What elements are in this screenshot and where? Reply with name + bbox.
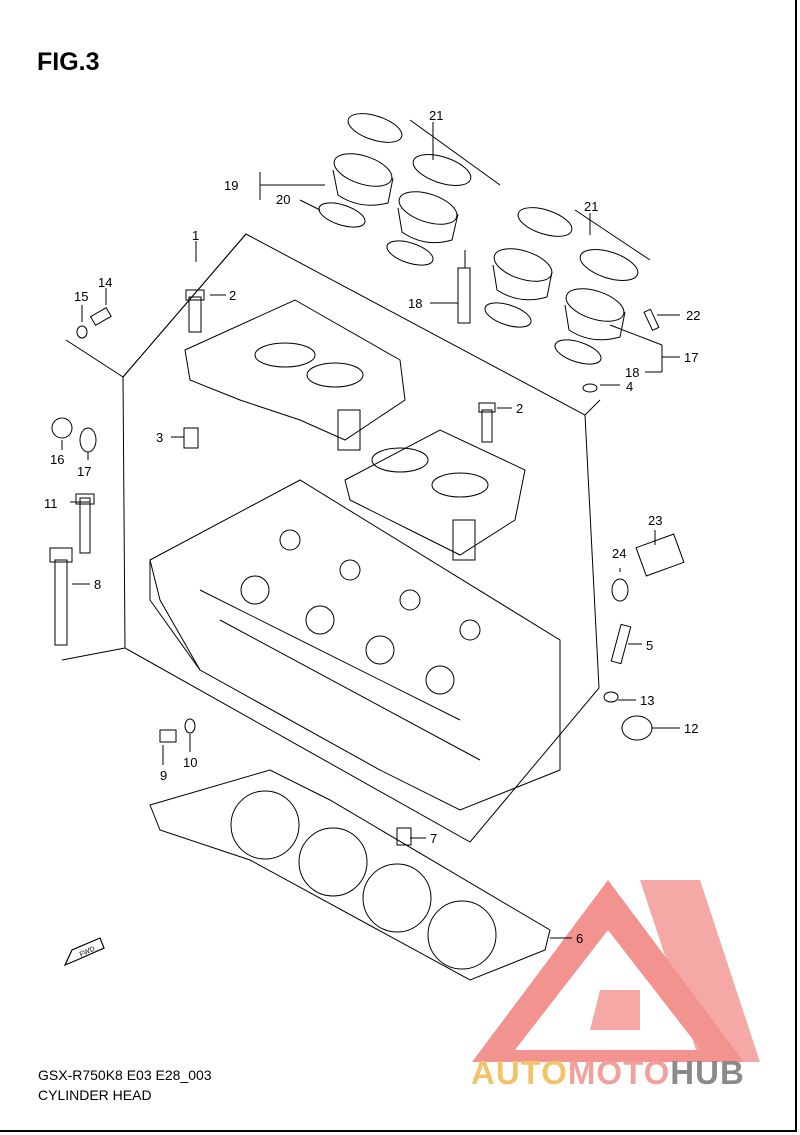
watermark-part-auto: AUTO bbox=[471, 1054, 568, 1091]
callout-23: 23 bbox=[648, 513, 662, 528]
callout-11: 11 bbox=[44, 496, 58, 511]
callout-22: 22 bbox=[686, 308, 700, 323]
callout-labels: 1 2 2 3 4 5 6 7 8 9 10 11 12 13 14 15 16… bbox=[44, 108, 700, 946]
callout-2b: 2 bbox=[516, 401, 523, 416]
intake-pipes bbox=[318, 113, 651, 365]
assembly-frame bbox=[61, 233, 601, 843]
callout-19: 19 bbox=[224, 178, 238, 193]
watermark-text: AUTOMOTOHUB bbox=[471, 1054, 745, 1092]
watermark-logo-icon bbox=[472, 880, 760, 1062]
fwd-arrow-icon: FWD bbox=[63, 937, 105, 967]
small-parts bbox=[49, 267, 685, 846]
callout-18: 18 bbox=[408, 296, 422, 311]
callout-1: 1 bbox=[192, 228, 199, 243]
cylinder-head-body bbox=[149, 479, 561, 811]
callout-4: 4 bbox=[626, 379, 633, 394]
callout-14: 14 bbox=[98, 275, 112, 290]
callout-16: 16 bbox=[50, 452, 64, 467]
callout-21b: 21 bbox=[584, 199, 598, 214]
callout-9: 9 bbox=[160, 768, 167, 783]
callout-24: 24 bbox=[612, 546, 626, 561]
callout-8: 8 bbox=[94, 577, 101, 592]
callout-3: 3 bbox=[156, 430, 163, 445]
callout-17b: 17 bbox=[684, 350, 698, 365]
camshaft-holders bbox=[184, 299, 526, 561]
callout-2: 2 bbox=[229, 288, 236, 303]
leader-lines bbox=[61, 122, 680, 939]
watermark-part-moto: MOTO bbox=[567, 1054, 671, 1091]
figure-title: FIG.3 bbox=[37, 48, 100, 76]
watermark-part-hub: HUB bbox=[670, 1054, 745, 1091]
callout-15: 15 bbox=[74, 289, 88, 304]
callout-5: 5 bbox=[646, 638, 653, 653]
section-name: CYLINDER HEAD bbox=[38, 1087, 152, 1103]
callout-20: 20 bbox=[276, 192, 290, 207]
model-code: GSX-R750K8 E03 E28_003 bbox=[38, 1067, 212, 1083]
callout-12: 12 bbox=[684, 721, 698, 736]
callout-6: 6 bbox=[576, 931, 583, 946]
callout-18b: 18 bbox=[625, 365, 639, 380]
callout-13: 13 bbox=[640, 693, 654, 708]
callout-7: 7 bbox=[430, 831, 437, 846]
callout-21: 21 bbox=[429, 108, 443, 123]
callout-10: 10 bbox=[183, 755, 197, 770]
callout-17: 17 bbox=[77, 464, 91, 479]
head-gasket bbox=[149, 769, 551, 981]
